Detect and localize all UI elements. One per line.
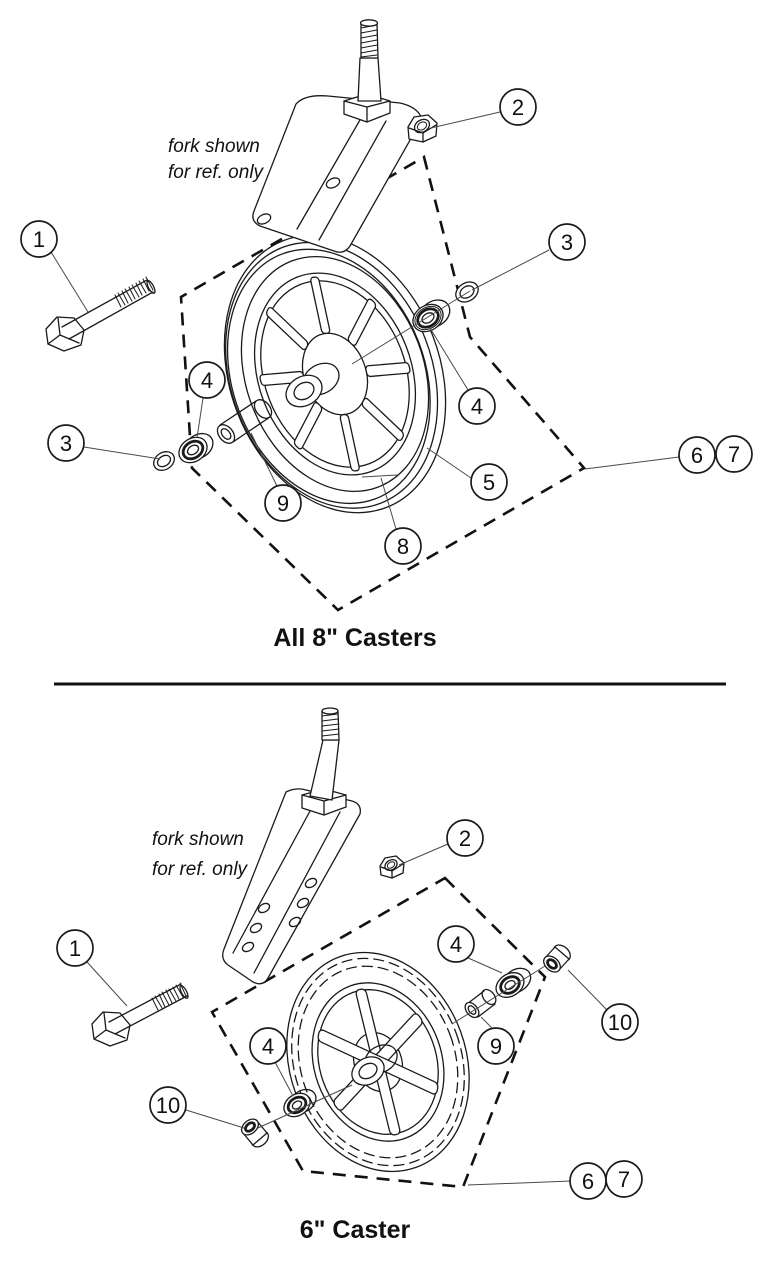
callout-7-6in: 7 [605, 1160, 643, 1198]
callout-7-6-label: 7 [618, 1167, 630, 1192]
wheel-hub-6in [351, 1044, 398, 1086]
callout-1-6-label: 1 [69, 936, 81, 961]
bushing-right-6in [543, 944, 571, 973]
callout-3-label: 3 [561, 230, 573, 255]
fork-stem-8in [343, 19, 391, 123]
caster-wheel-6in [257, 927, 499, 1198]
fork-note-6in-line2: for ref. only [152, 859, 249, 880]
callout-8-8in: 8 [384, 527, 422, 565]
callout-4-left-8in: 4 [188, 361, 226, 399]
caption-6in: 6" Caster [300, 1216, 411, 1244]
callout-1-6in: 1 [56, 929, 94, 967]
callout-6-6in: 6 [569, 1162, 607, 1200]
callout-1-8in: 1 [20, 220, 58, 258]
bearing-right-8in [412, 299, 451, 333]
callout-5-label: 5 [483, 470, 495, 495]
callout-3-left-8in: 3 [47, 424, 85, 462]
washer-right-8in [455, 281, 479, 303]
spacer-6in [464, 988, 497, 1019]
stem-nut-8in [407, 114, 438, 143]
callout-3-left-label: 3 [60, 431, 72, 456]
assembly-outline-8in [179, 155, 587, 612]
callout-4-left-6-label: 4 [262, 1034, 274, 1059]
stem-nut-6in [379, 855, 405, 879]
callout-7-label: 7 [728, 442, 740, 467]
callout-5-8in: 5 [470, 463, 508, 501]
callout-4-right-8in: 4 [458, 387, 496, 425]
callout-10-right-6in: 10 [601, 1003, 639, 1041]
callout-9-8in: 9 [264, 484, 302, 522]
callout-1-label: 1 [33, 227, 45, 252]
callout-4-right-6in: 4 [437, 925, 475, 963]
callout-2-6in: 2 [446, 819, 484, 857]
leader-lines-6in [86, 843, 608, 1186]
callout-9-6-label: 9 [490, 1034, 502, 1059]
axis-line-8in [351, 290, 471, 365]
figure-6in-caster: 1 2 4 10 9 4 10 6 7 fork shown for ref. … [56, 707, 643, 1244]
stem-bolt-8in [45, 276, 156, 352]
spacer-8in [216, 399, 273, 444]
bearing-right-6in [495, 967, 532, 998]
caster-wheel-8in [186, 203, 484, 545]
callout-7-8in: 7 [715, 435, 753, 473]
callout-4-label: 4 [471, 394, 483, 419]
callout-6-8in: 6 [678, 436, 716, 474]
fork-8in [252, 19, 423, 253]
callout-6-6-label: 6 [582, 1169, 594, 1194]
leader-lines-8in [50, 111, 680, 530]
axis-line-right-6in [451, 965, 546, 1025]
callout-2-6-label: 2 [459, 826, 471, 851]
callout-10-left-6in: 10 [149, 1086, 187, 1124]
bearing-left-8in [178, 432, 214, 464]
fork-note-8in-line2: for ref. only [168, 162, 265, 183]
callout-9-label: 9 [277, 491, 289, 516]
callout-4-left-label: 4 [201, 368, 213, 393]
callout-10-left-6-label: 10 [156, 1093, 180, 1118]
callout-10-right-6-label: 10 [608, 1010, 632, 1035]
bearing-left-6in [283, 1088, 317, 1118]
stem-bolt-6in [91, 982, 189, 1047]
fork-stem-6in [301, 707, 347, 816]
callout-2-8in: 2 [499, 88, 537, 126]
axis-line-left-6in [257, 1084, 353, 1129]
caption-8in: All 8" Casters [273, 624, 436, 652]
bushing-left-6in [240, 1118, 270, 1148]
fork-6in [222, 707, 361, 985]
callout-3-right-8in: 3 [548, 223, 586, 261]
washer-left-8in [153, 451, 175, 471]
wheel-hub-8in [285, 362, 340, 408]
figure-8in-casters: 1 2 3 4 5 8 9 4 3 6 7 fork shown for ref… [20, 19, 753, 652]
fork-note-6in-line1: fork shown [152, 829, 244, 850]
fork-note-8in-line1: fork shown [168, 136, 260, 157]
callout-6-label: 6 [691, 443, 703, 468]
callout-4-left-6in: 4 [249, 1027, 287, 1065]
callout-8-label: 8 [397, 534, 409, 559]
callout-9-6in: 9 [477, 1027, 515, 1065]
callout-2-label: 2 [512, 95, 524, 120]
callout-4-right-6-label: 4 [450, 932, 462, 957]
assembly-outline-6in [210, 876, 547, 1189]
